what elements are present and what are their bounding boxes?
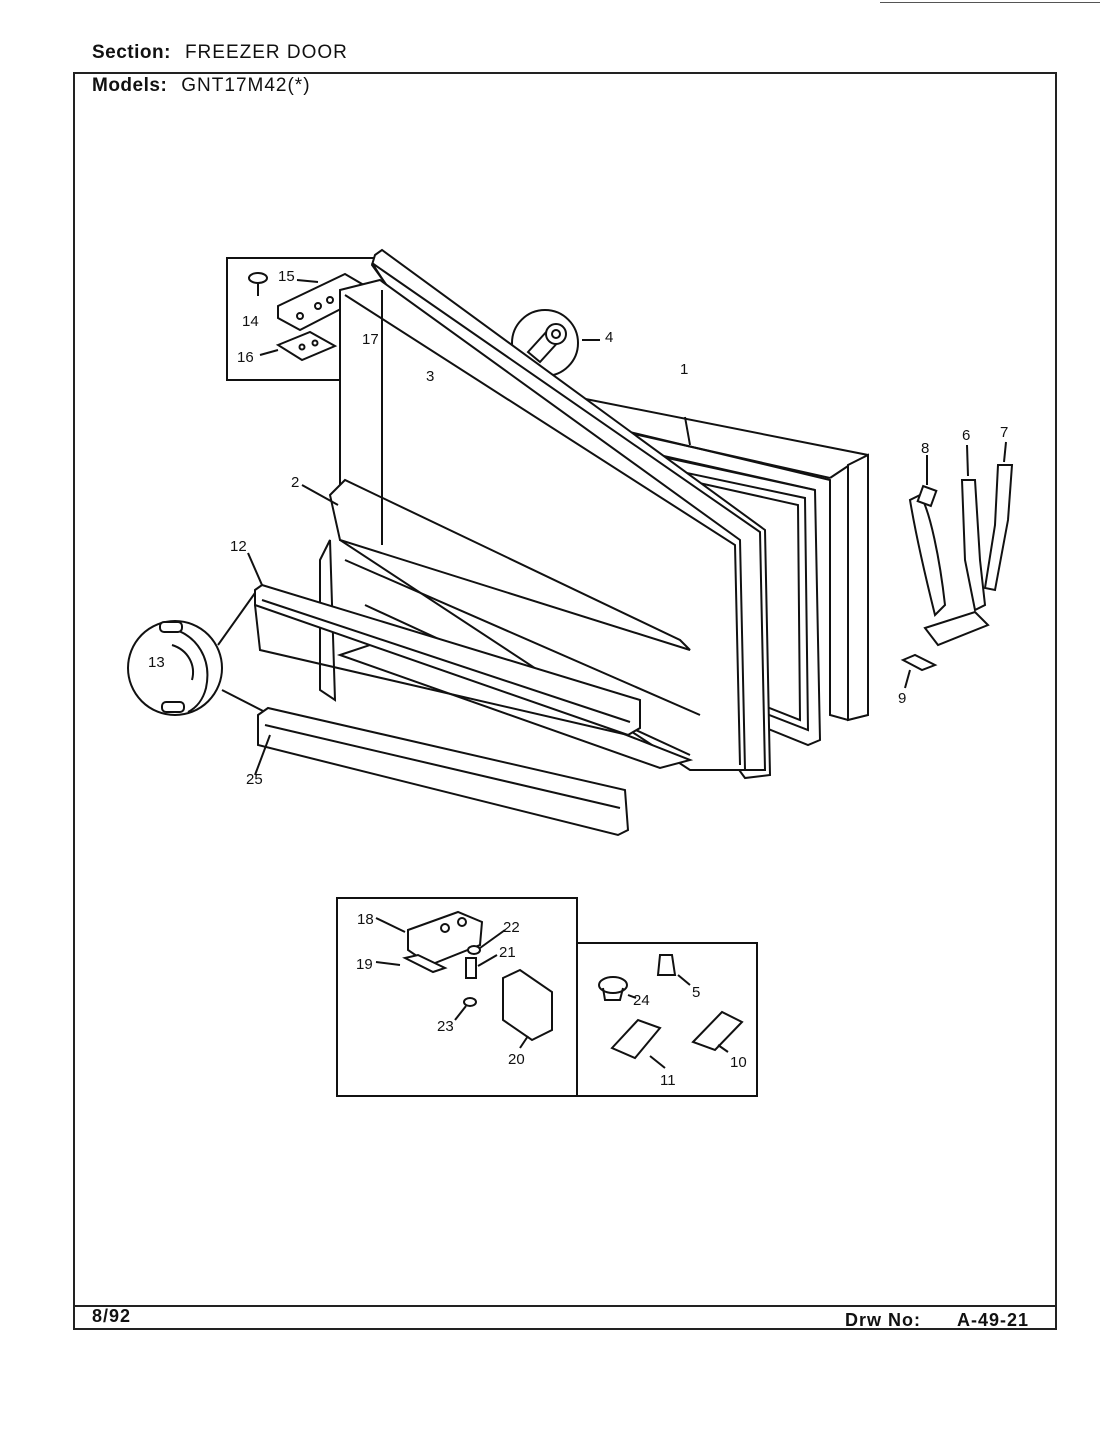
callout-4: 4	[605, 329, 613, 346]
part-8-strap	[908, 493, 947, 617]
callout-7: 7	[1000, 424, 1008, 441]
lower-fastener-inset-box	[576, 942, 758, 1097]
section-value: FREEZER DOOR	[184, 42, 348, 63]
part-6-bracket	[960, 479, 987, 612]
models-value: GNT17M42(*)	[181, 75, 311, 96]
part-13-detail	[127, 592, 266, 716]
part-25-lower-rail	[254, 706, 630, 837]
callout-14: 14	[242, 313, 259, 330]
callout-18: 18	[357, 911, 374, 928]
callout-5: 5	[692, 984, 700, 1001]
section-header: Section: FREEZER DOOR	[92, 42, 348, 64]
callout-19: 19	[356, 956, 373, 973]
part-12-leader	[247, 552, 263, 586]
part-14-plug	[248, 272, 268, 284]
callout-9: 9	[898, 690, 906, 707]
callout-24: 24	[633, 992, 650, 1009]
part-6-foot	[923, 610, 990, 647]
callout-25: 25	[246, 771, 263, 788]
callout-2: 2	[291, 474, 299, 491]
drawing-number-label: Drw No:	[845, 1310, 921, 1330]
callout-6: 6	[962, 427, 970, 444]
models-label: Models:	[92, 75, 168, 96]
part-22-washer	[467, 945, 481, 955]
part-16-shim	[275, 330, 338, 362]
part-19-shim	[402, 953, 448, 974]
upper-hinge-inset	[226, 257, 390, 381]
callout-17: 17	[362, 331, 379, 348]
part-11-clip	[610, 1018, 662, 1060]
callout-12: 12	[230, 538, 247, 555]
callout-labels: 1 2 3 4 5 6 7 8 9 10 11 12 13 14 15 16 1…	[148, 268, 1008, 1089]
part-9-plate	[900, 653, 938, 672]
part-5-screw	[656, 954, 677, 976]
callout-11: 11	[660, 1072, 676, 1089]
top-edge-line	[880, 2, 1100, 3]
callout-20: 20	[508, 1051, 525, 1068]
callout-22: 22	[503, 919, 520, 936]
callout-23: 23	[437, 1018, 454, 1035]
part-1-leader	[684, 416, 691, 446]
callout-10: 10	[730, 1054, 747, 1071]
drawing-frame	[73, 72, 1057, 1330]
part-7-grip	[983, 464, 1014, 592]
part-2-leader	[301, 484, 339, 506]
handle-parts	[900, 441, 1014, 689]
callout-13: 13	[148, 654, 165, 671]
part-20-bracket	[502, 968, 553, 1042]
callout-1: 1	[680, 361, 688, 378]
part-24-plug	[598, 976, 628, 994]
part-23-washer	[463, 997, 477, 1007]
callout-3: 3	[426, 368, 434, 385]
footer-divider	[73, 1305, 1057, 1307]
callout-16: 16	[237, 349, 254, 366]
callout-21: 21	[499, 944, 516, 961]
callout-8: 8	[921, 440, 929, 457]
part-12-upper-rail	[247, 552, 641, 737]
part-25-leader	[254, 734, 271, 776]
drawing-number: A-49-21	[957, 1310, 1030, 1330]
models-header: Models: GNT17M42(*)	[92, 75, 311, 97]
callout-15: 15	[278, 268, 295, 285]
lower-fastener-inset	[576, 942, 758, 1097]
section-label: Section:	[92, 42, 171, 63]
drawing-date: 8/92	[92, 1306, 132, 1326]
part-21-pin	[465, 957, 477, 979]
part-10-clip	[691, 1010, 744, 1052]
